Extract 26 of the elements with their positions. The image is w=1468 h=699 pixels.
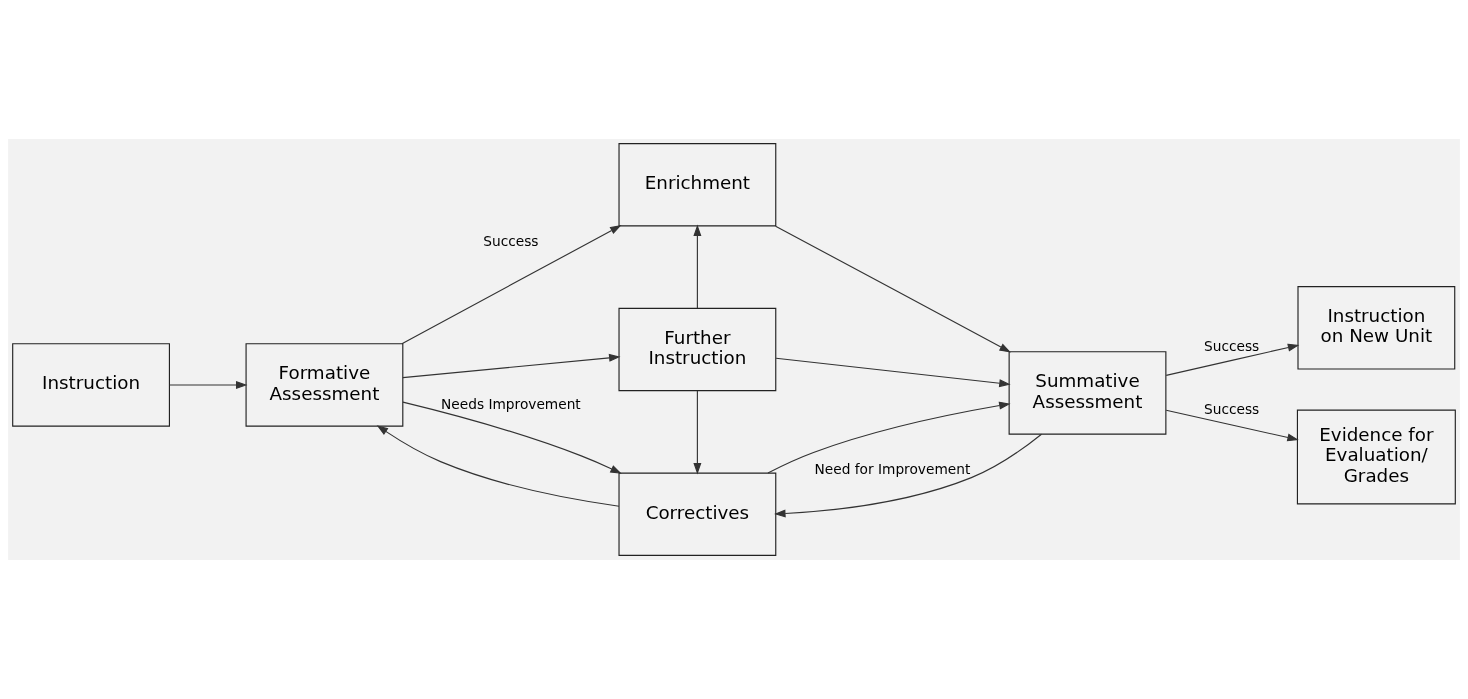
node-box: Enrichment xyxy=(618,143,777,227)
arrow xyxy=(168,380,248,389)
node-box: Summative Assessment xyxy=(1008,351,1167,435)
edge-label: Success xyxy=(1204,338,1260,355)
node-box: Formative Assessment xyxy=(245,343,404,427)
arrow xyxy=(402,401,622,474)
edge-label: Need for Improvement xyxy=(814,460,971,477)
edge-label: Needs Improvement xyxy=(441,395,581,412)
arrow xyxy=(767,401,1011,474)
arrow xyxy=(775,225,1011,353)
arrow xyxy=(1165,409,1299,442)
arrow xyxy=(401,225,622,345)
edge-label: Success xyxy=(1204,401,1260,418)
arrow xyxy=(774,433,1043,518)
edge-label: Success xyxy=(483,233,539,250)
node-box: Further Instruction xyxy=(618,307,777,392)
node-box: Evidence for Evaluation/ Grades xyxy=(1296,409,1456,505)
arrow xyxy=(376,425,620,507)
arrow xyxy=(693,224,702,309)
node-box: Correctives xyxy=(618,472,777,556)
arrow xyxy=(693,390,702,475)
arrow xyxy=(402,353,621,379)
arrow xyxy=(1165,343,1300,376)
node-box: Instruction on New Unit xyxy=(1297,286,1456,370)
arrow xyxy=(775,357,1011,388)
node-box: Instruction xyxy=(12,343,170,427)
